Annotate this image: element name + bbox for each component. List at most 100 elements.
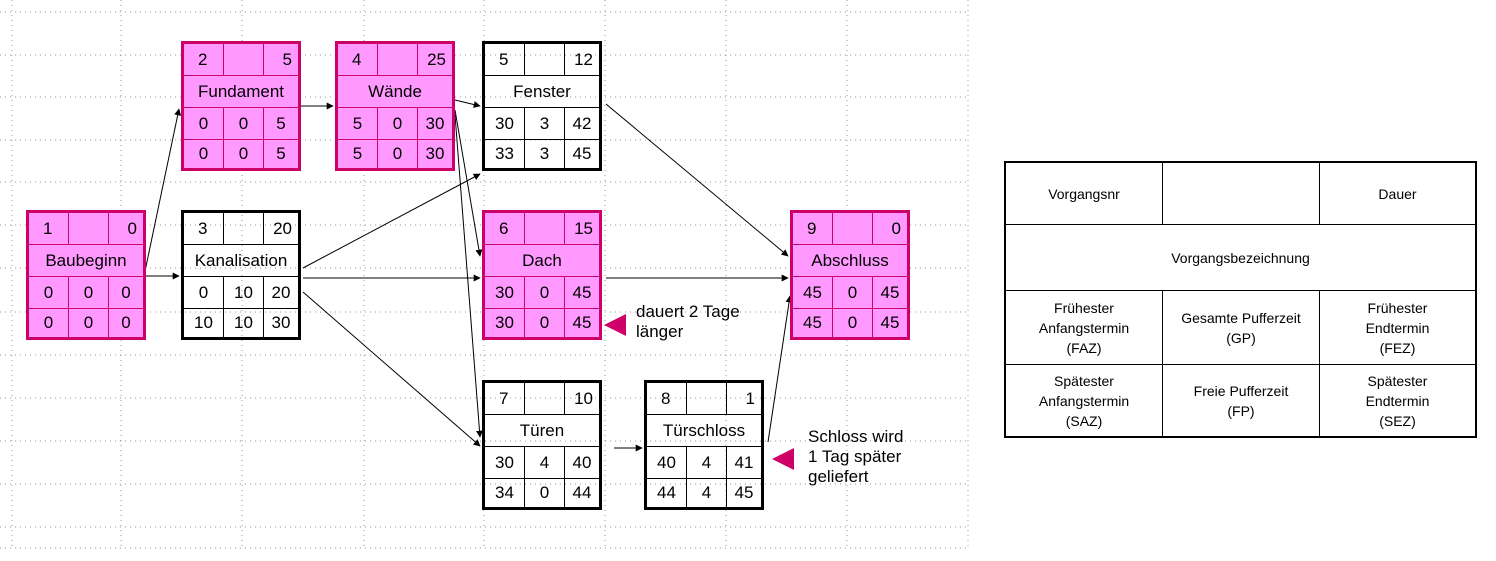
node-fp: 0 <box>378 140 418 168</box>
node-nr: 6 <box>485 213 525 245</box>
node-nr: 9 <box>793 213 833 245</box>
node-name: Türen <box>485 415 599 447</box>
node-dauer: 15 <box>565 213 599 245</box>
node-saz: 45 <box>793 309 833 337</box>
node-nr: 8 <box>647 383 687 415</box>
node-fez: 20 <box>264 277 298 309</box>
node-gp: 0 <box>833 277 873 309</box>
node-dauer: 20 <box>264 213 298 245</box>
node-fez: 0 <box>109 277 143 309</box>
node-saz: 30 <box>485 309 525 337</box>
node-fez: 40 <box>565 447 599 479</box>
node-fp: 0 <box>525 309 565 337</box>
node-saz: 5 <box>338 140 378 168</box>
arrow-waende-tueren <box>454 114 484 438</box>
node-saz: 0 <box>184 140 224 168</box>
legend-table: Vorgangsnr Dauer Vorgangsbezeichnung Frü… <box>1004 161 1477 438</box>
note-schloss-line3: geliefert <box>808 467 869 486</box>
node-gp: 0 <box>224 108 264 140</box>
legend-saz: Spätester Anfangstermin (SAZ) <box>1006 365 1163 436</box>
note-dach-line1: dauert 2 Tage <box>636 302 740 321</box>
legend-empty <box>1163 163 1320 225</box>
node-sez: 0 <box>121 313 131 332</box>
legend-sez-line1: Spätester <box>1367 372 1428 389</box>
note-schloss-line2: 1 Tag später <box>808 447 902 466</box>
node-faz: 30 <box>485 447 525 479</box>
legend-saz-line2: Anfangstermin <box>1038 392 1130 409</box>
node-fp: 4 <box>687 479 727 507</box>
node-blank <box>833 213 873 245</box>
arrow-tuerschloss-abschluss <box>767 295 793 443</box>
node-name: Wände <box>338 76 452 108</box>
node-faz: 5 <box>338 108 378 140</box>
node-fez: 45 <box>565 277 599 309</box>
legend-faz-line3: (FAZ) <box>1066 339 1102 356</box>
legend-fez-line1: Frühester <box>1367 299 1428 316</box>
arrow-waende-fenster <box>454 99 481 108</box>
node-nr: 2 <box>184 44 224 76</box>
node-fez: 5 <box>264 108 298 140</box>
legend-fez-line3: (FEZ) <box>1379 339 1416 356</box>
node-sez: 45 <box>572 144 592 163</box>
node-sez: 30 <box>271 313 291 332</box>
node-nr: 5 <box>485 44 525 76</box>
arrow-kanalisation-fenster <box>302 173 481 269</box>
node-faz: 30 <box>485 108 525 140</box>
node-gp: 3 <box>525 108 565 140</box>
node-sez: 45 <box>880 313 900 332</box>
node-fp: 0 <box>224 140 264 168</box>
arrow-kanalisation-tueren <box>302 291 481 447</box>
legend-fp-line1: Freie Pufferzeit <box>1193 382 1289 399</box>
note-dach: dauert 2 Tage länger <box>636 302 740 342</box>
node-dauer: 10 <box>565 383 599 415</box>
node-fp: 0 <box>833 309 873 337</box>
legend-fez: Frühester Endtermin (FEZ) <box>1320 291 1475 365</box>
node-faz: 0 <box>29 277 69 309</box>
node-name: Türschloss <box>647 415 761 447</box>
legend-gp-line1: Gesamte Pufferzeit <box>1181 309 1301 326</box>
node-sez: 44 <box>572 483 592 502</box>
node-gp: 10 <box>224 277 264 309</box>
node-fp: 3 <box>525 140 565 168</box>
node-sez: 5 <box>276 144 286 163</box>
node-blank <box>224 213 264 245</box>
node-blank <box>378 44 418 76</box>
node-fez: 30 <box>418 108 452 140</box>
node-fez: 41 <box>727 447 761 479</box>
node-name: Dach <box>485 245 599 277</box>
legend-gp-line2: (GP) <box>1226 329 1256 346</box>
node-blank <box>525 213 565 245</box>
node-faz: 0 <box>184 108 224 140</box>
legend-vorgangsnr: Vorgangsnr <box>1006 163 1163 225</box>
node-name: Fenster <box>485 76 599 108</box>
legend-saz-line1: Spätester <box>1054 372 1114 389</box>
node-nr: 4 <box>338 44 378 76</box>
node-dauer: 12 <box>565 44 599 76</box>
node-gp: 4 <box>525 447 565 479</box>
node-name: Baubeginn <box>29 245 143 277</box>
arrow-baubeginn-fundament <box>143 108 182 277</box>
node-saz: 0 <box>29 309 69 337</box>
node-blank <box>525 383 565 415</box>
node-name: Fundament <box>184 76 298 108</box>
node-blank <box>525 44 565 76</box>
note-schloss: Schloss wird 1 Tag später geliefert <box>808 427 903 487</box>
node-dauer: 5 <box>264 44 298 76</box>
node-blank <box>69 213 109 245</box>
legend-fp: Freie Pufferzeit (FP) <box>1163 365 1320 436</box>
node-faz: 45 <box>793 277 833 309</box>
legend-saz-line3: (SAZ) <box>1065 412 1103 429</box>
node-gp: 0 <box>525 277 565 309</box>
node-saz: 34 <box>485 479 525 507</box>
note-dach-line2: länger <box>636 322 684 341</box>
node-fp: 10 <box>224 309 264 337</box>
node-name: Kanalisation <box>184 245 298 277</box>
node-gp: 0 <box>69 277 109 309</box>
legend-sez-line3: (SEZ) <box>1379 412 1416 429</box>
node-dauer: 0 <box>109 213 143 245</box>
